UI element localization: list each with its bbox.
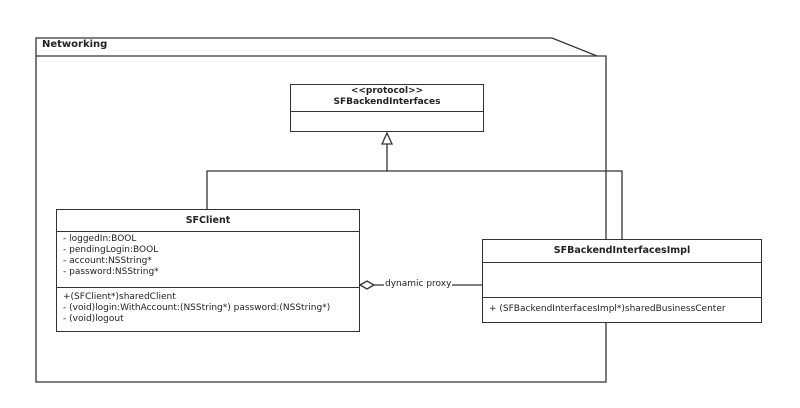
impl-generalization-line xyxy=(387,170,623,239)
impl-class-box[interactable]: SFBackendInterfacesImpl + (SFBackendInte… xyxy=(482,239,762,323)
client-class-name: SFClient xyxy=(185,215,231,226)
impl-class-name: SFBackendInterfacesImpl xyxy=(553,245,691,256)
protocol-class-name: SFBackendInterfaces xyxy=(333,97,441,107)
client-method: - (void)login:WithAccount:(NSString*) pa… xyxy=(63,303,331,313)
package-name: Networking xyxy=(42,39,108,50)
client-attribute: - password:NSString* xyxy=(63,267,159,277)
protocol-class-header: <<protocol>> SFBackendInterfaces xyxy=(291,85,483,112)
client-method: - (void)logout xyxy=(63,314,124,324)
client-attributes-section: - loggedIn:BOOL - pendingLogin:BOOL - ac… xyxy=(57,232,359,287)
aggregation-diamond xyxy=(358,280,376,290)
package-frame xyxy=(35,37,607,383)
client-class-box[interactable]: SFClient - loggedIn:BOOL - pendingLogin:… xyxy=(56,209,360,332)
impl-attributes-section xyxy=(483,263,761,297)
client-class-header: SFClient xyxy=(57,210,359,232)
client-method: +(SFClient*)sharedClient xyxy=(63,292,176,302)
client-attribute: - loggedIn:BOOL xyxy=(63,234,137,244)
client-generalization-line xyxy=(206,144,388,209)
protocol-class-box[interactable]: <<protocol>> SFBackendInterfaces xyxy=(290,84,484,132)
client-methods-section: +(SFClient*)sharedClient - (void)login:W… xyxy=(57,287,359,327)
relation-label: dynamic proxy xyxy=(384,279,453,289)
client-attribute: - pendingLogin:BOOL xyxy=(63,245,159,255)
impl-class-header: SFBackendInterfacesImpl xyxy=(483,240,761,263)
generalization-arrowhead xyxy=(380,131,394,145)
impl-methods-section: + (SFBackendInterfacesImpl*)sharedBusine… xyxy=(483,297,761,317)
protocol-stereotype: <<protocol>> xyxy=(350,86,424,96)
client-attribute: - account:NSString* xyxy=(63,256,152,266)
impl-method: + (SFBackendInterfacesImpl*)sharedBusine… xyxy=(489,304,726,314)
